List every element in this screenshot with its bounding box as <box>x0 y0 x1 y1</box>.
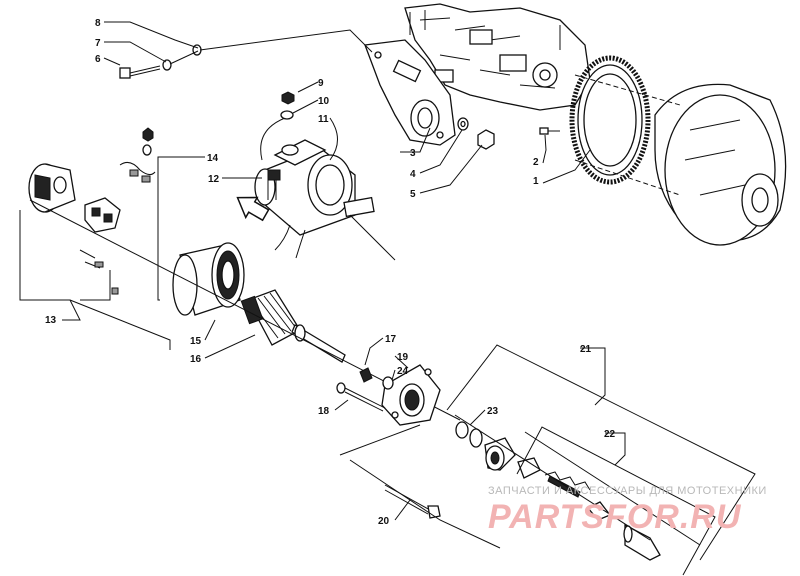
callout-2: 2 <box>533 157 539 168</box>
callout-8: 8 <box>95 18 101 29</box>
callout-20: 20 <box>378 516 390 527</box>
callout-17: 17 <box>385 334 397 345</box>
watermark-tagline: ЗАПЧАСТИ И АКСЕССУАРЫ ДЛЯ МОТОТЕХНИКИ <box>488 485 767 497</box>
mounting-bracket <box>364 39 456 146</box>
drive-clutch <box>654 83 787 246</box>
callout-22: 22 <box>604 429 616 440</box>
callout-16: 16 <box>190 354 202 365</box>
armature <box>240 289 346 363</box>
callout-13: 13 <box>45 315 57 326</box>
nut-5 <box>477 129 495 150</box>
lock-washer-7 <box>162 59 172 71</box>
bolt-6 <box>119 65 161 79</box>
engine-block <box>404 3 591 111</box>
watermark: ЗАПЧАСТИ И АКСЕССУАРЫ ДЛЯ МОТОТЕХНИКИ PA… <box>488 485 767 536</box>
callout-15: 15 <box>190 336 202 347</box>
bolt-2 <box>539 127 560 135</box>
callout-11: 11 <box>318 114 329 125</box>
terminal-nut-9 <box>281 91 295 105</box>
ring-gear <box>569 55 651 185</box>
callout-14: 14 <box>207 153 219 164</box>
bolt-18 <box>336 382 386 412</box>
callout-5: 5 <box>410 189 416 200</box>
cable-terminal-10 <box>280 110 294 120</box>
retainer-17 <box>359 367 373 383</box>
starter-cable <box>260 117 286 161</box>
callout-18: 18 <box>318 406 330 417</box>
starter-drive <box>455 421 661 561</box>
callout-23: 23 <box>487 406 499 417</box>
field-housing <box>172 242 245 316</box>
callout-24: 24 <box>397 366 409 377</box>
leader-lines <box>19 21 626 521</box>
direction-arrow <box>236 196 270 222</box>
callout-10: 10 <box>318 96 330 107</box>
end-cap <box>28 163 76 213</box>
washer-24 <box>382 376 394 390</box>
callout-19: 19 <box>397 352 409 363</box>
callout-12: 12 <box>208 174 220 185</box>
brush-holder <box>84 197 121 233</box>
callout-9: 9 <box>318 78 324 89</box>
callout-3: 3 <box>410 148 416 159</box>
washer-4-hole <box>460 120 466 128</box>
callout-4: 4 <box>410 169 416 180</box>
brush-springs <box>79 249 119 295</box>
watermark-brand: PARTSFOR.RU <box>488 498 742 536</box>
starter-motor <box>254 139 375 236</box>
brush-clips <box>119 127 156 183</box>
drive-end-housing <box>381 364 441 426</box>
callout-1: 1 <box>533 176 539 187</box>
callout-7: 7 <box>95 38 101 49</box>
callout-21: 21 <box>580 344 592 355</box>
starter-wire <box>274 224 306 259</box>
bolt-20 <box>384 484 441 519</box>
callout-labels: 1 2 3 4 5 6 7 8 9 10 11 12 13 14 15 16 1… <box>45 18 616 527</box>
callout-6: 6 <box>95 54 101 65</box>
